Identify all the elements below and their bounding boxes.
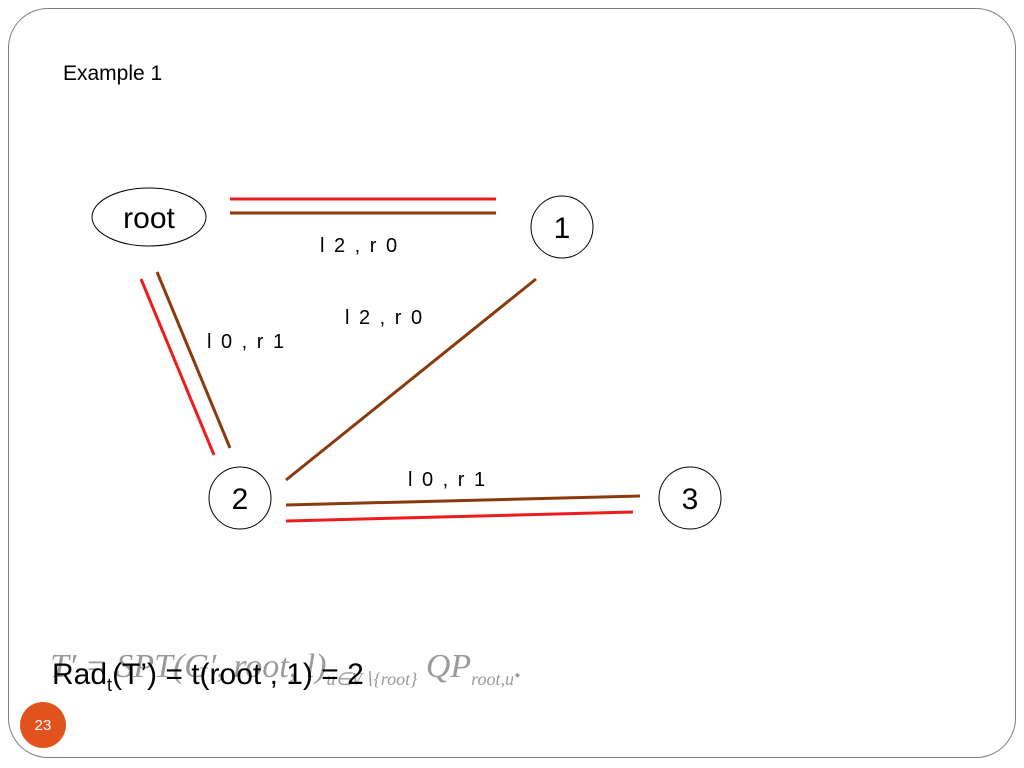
edge-root-2-brown-line <box>155 271 232 449</box>
formula-overlay-suffix: QP <box>425 648 472 685</box>
edge-root-2 <box>139 271 232 456</box>
formula: Radt(T’) = t(root , 1) = 2 <box>52 658 364 696</box>
formula-overlay-prefix: T′ = SPT(G′, root, l) <box>50 648 327 685</box>
edge-label-2-1: l 2 , r 0 <box>345 307 424 329</box>
slide-title: Example 1 <box>63 62 163 85</box>
node-root-shape <box>91 187 207 247</box>
edge-label-2-3: l 0 , r 1 <box>408 469 487 491</box>
edge-2-1-brown-line <box>285 277 537 482</box>
node-3-shape <box>658 466 722 530</box>
node-1: 1 <box>530 195 594 259</box>
node-3-label: 3 <box>682 483 699 516</box>
formula-overlay-end: . <box>514 648 523 685</box>
node-3: 3 <box>658 466 722 530</box>
node-root-label: root <box>123 202 175 235</box>
formula-main-sub: t <box>107 675 113 695</box>
formula-main-rest: (T’) = t(root , 1) = 2 <box>112 658 364 691</box>
node-root: root <box>91 187 207 247</box>
edge-root-2-red-line <box>139 278 216 456</box>
formula-overlay-sub: u∈V∖{root} <box>326 668 418 689</box>
node-2-shape <box>208 466 272 530</box>
node-1-shape <box>530 195 594 259</box>
node-2-label: 2 <box>232 483 249 516</box>
formula-main: Rad <box>52 658 108 691</box>
node-2: 2 <box>208 466 272 530</box>
edge-label-root-2: l 0 , r 1 <box>207 331 286 353</box>
edge-2-1 <box>285 277 537 482</box>
formula-overlay: T′ = SPT(G′, root, l)u∈V∖{root} QProot,u… <box>50 648 523 690</box>
edge-2-3-red-line <box>285 510 634 523</box>
slide-number-badge: 23 <box>20 702 66 748</box>
edge-2-3 <box>285 494 641 523</box>
node-1-label: 1 <box>554 212 571 245</box>
formula-overlay-suffix-sub: root,u <box>471 668 515 689</box>
edge-2-3-brown-line <box>285 494 641 507</box>
slide-frame <box>8 8 1016 758</box>
edge-label-root-1: l 2 , r 0 <box>320 235 399 257</box>
edge-root-1 <box>230 197 496 215</box>
